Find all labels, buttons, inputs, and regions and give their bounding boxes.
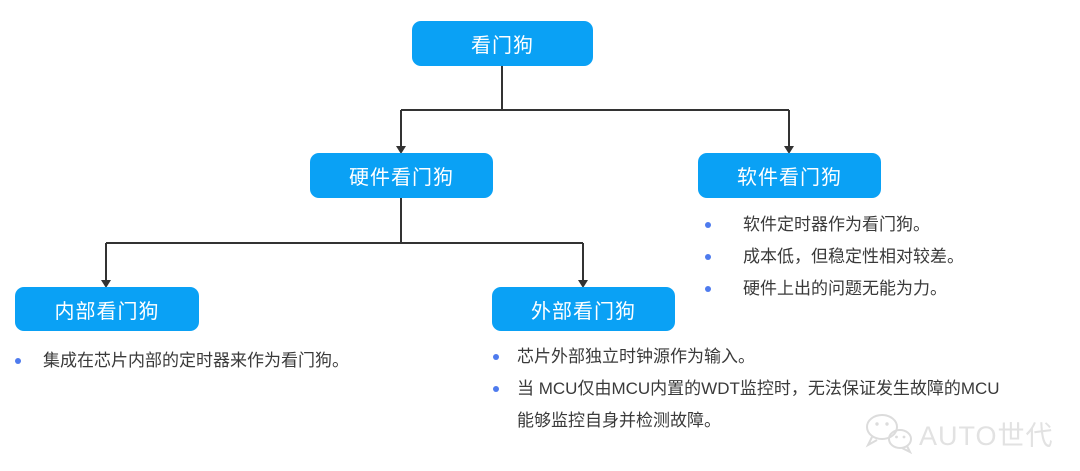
bullet-text: 芯片外部独立时钟源作为输入。 bbox=[517, 347, 755, 366]
node-hardware-watchdog-label: 硬件看门狗 bbox=[349, 167, 454, 189]
software-watchdog-bullet-list: 软件定时器作为看门狗。 成本低，但稳定性相对较差。 硬件上出的问题无能为力。 bbox=[698, 209, 964, 305]
external-watchdog-bullet-list: 芯片外部独立时钟源作为输入。 当 MCU仅由MCU内置的WDT监控时，无法保证发… bbox=[488, 341, 1007, 437]
bullet-dot-icon bbox=[705, 286, 711, 292]
bullet-text: 成本低，但稳定性相对较差。 bbox=[743, 247, 964, 266]
watermark: AUTO世代 bbox=[863, 412, 1054, 454]
node-external-watchdog-label: 外部看门狗 bbox=[531, 300, 636, 323]
node-hardware-watchdog: 硬件看门狗 bbox=[310, 153, 493, 198]
bullet-item: 成本低，但稳定性相对较差。 bbox=[698, 241, 964, 273]
bullet-text: 当 MCU仅由MCU内置的WDT监控时，无法保证发生故障的MCU能够监控自身并检… bbox=[517, 379, 1000, 430]
bullet-item: 芯片外部独立时钟源作为输入。 bbox=[488, 341, 1007, 373]
node-watchdog: 看门狗 bbox=[412, 21, 593, 66]
node-external-watchdog: 外部看门狗 bbox=[492, 287, 675, 331]
bullet-dot-icon bbox=[493, 386, 499, 392]
internal-watchdog-bullet-list: 集成在芯片内部的定时器来作为看门狗。 bbox=[8, 345, 349, 377]
bullet-item: 软件定时器作为看门狗。 bbox=[698, 209, 964, 241]
node-internal-watchdog-label: 内部看门狗 bbox=[54, 300, 160, 323]
watermark-text: AUTO世代 bbox=[919, 420, 1054, 451]
bullet-item: 当 MCU仅由MCU内置的WDT监控时，无法保证发生故障的MCU能够监控自身并检… bbox=[488, 373, 1007, 437]
bullet-item: 集成在芯片内部的定时器来作为看门狗。 bbox=[8, 345, 349, 377]
node-internal-watchdog: 内部看门狗 bbox=[15, 287, 199, 331]
bullet-text: 软件定时器作为看门狗。 bbox=[743, 215, 930, 234]
bullet-dot-icon bbox=[15, 358, 21, 364]
node-watchdog-label: 看门狗 bbox=[471, 35, 534, 57]
bullet-dot-icon bbox=[705, 254, 711, 260]
node-software-watchdog-label: 软件看门狗 bbox=[737, 167, 842, 189]
bullet-dot-icon bbox=[705, 222, 711, 228]
wechat-icon bbox=[865, 414, 913, 454]
bullet-item: 硬件上出的问题无能为力。 bbox=[698, 273, 964, 305]
bullet-text: 硬件上出的问题无能为力。 bbox=[743, 279, 947, 298]
bullet-dot-icon bbox=[493, 354, 499, 360]
bullet-text: 集成在芯片内部的定时器来作为看门狗。 bbox=[43, 351, 349, 370]
node-software-watchdog: 软件看门狗 bbox=[698, 153, 881, 198]
